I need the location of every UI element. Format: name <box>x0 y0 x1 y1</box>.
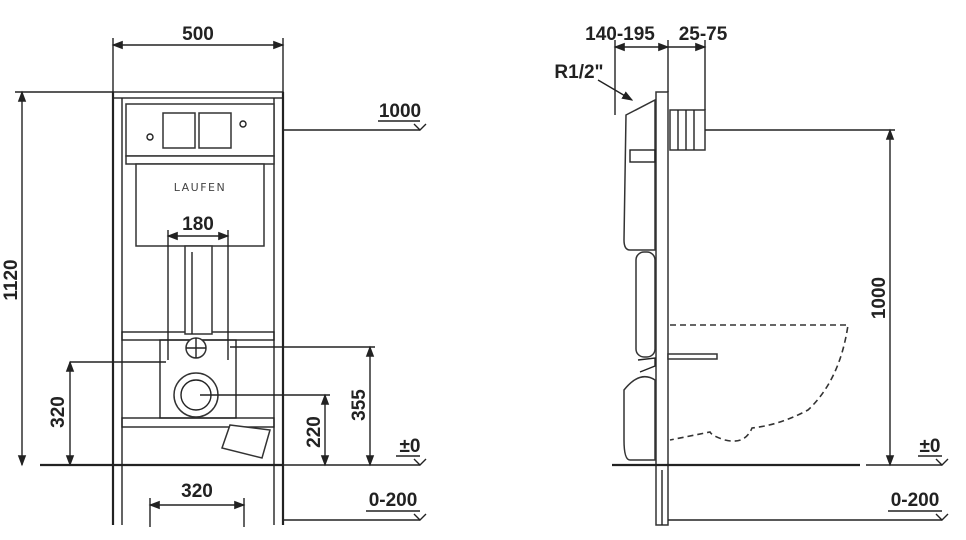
flush-button-left <box>162 112 196 149</box>
width-dimension: 500 <box>182 24 214 45</box>
inlet-height-dimension: 320 <box>48 396 69 428</box>
foot-spacing-dimension: 320 <box>181 481 213 502</box>
side-trap <box>623 375 656 461</box>
side-view: 140-195 25-75 R1/2" 1000 ±0 0-200 <box>554 24 949 526</box>
flush-pipe <box>184 245 213 335</box>
bowl-bolt <box>667 353 718 360</box>
drain-bracket <box>159 337 271 459</box>
bolt-height-dimension: 355 <box>349 389 370 421</box>
flush-button-right <box>198 112 232 149</box>
floor-level-label: ±0 <box>400 436 421 457</box>
flush-height-dimension: 1000 <box>379 101 421 122</box>
side-frame <box>655 91 669 526</box>
brand-logo: LAUFEN <box>174 181 226 194</box>
side-pipe <box>635 251 656 358</box>
depth-dimension: 140-195 <box>585 24 655 45</box>
side-floor-level-label: ±0 <box>920 436 941 457</box>
front-view: LAUFEN 500 1120 1000 180 <box>1 24 427 527</box>
bolt-spacing-dimension: 180 <box>182 214 214 235</box>
height-dimension: 1120 <box>1 259 22 300</box>
front-frame <box>111 91 285 525</box>
toilet-bowl-outline <box>669 324 849 442</box>
side-foot-range-label: 0-200 <box>891 490 940 511</box>
wall-offset-dimension: 25-75 <box>679 24 728 45</box>
drain-height-dimension: 220 <box>304 416 325 448</box>
side-flush-height-dimension: 1000 <box>869 277 890 319</box>
foot-range-label: 0-200 <box>369 490 418 511</box>
side-cistern <box>623 98 656 251</box>
flush-plate-side <box>669 109 706 151</box>
connection-label: R1/2" <box>554 62 603 83</box>
cistern: LAUFEN <box>125 103 275 335</box>
